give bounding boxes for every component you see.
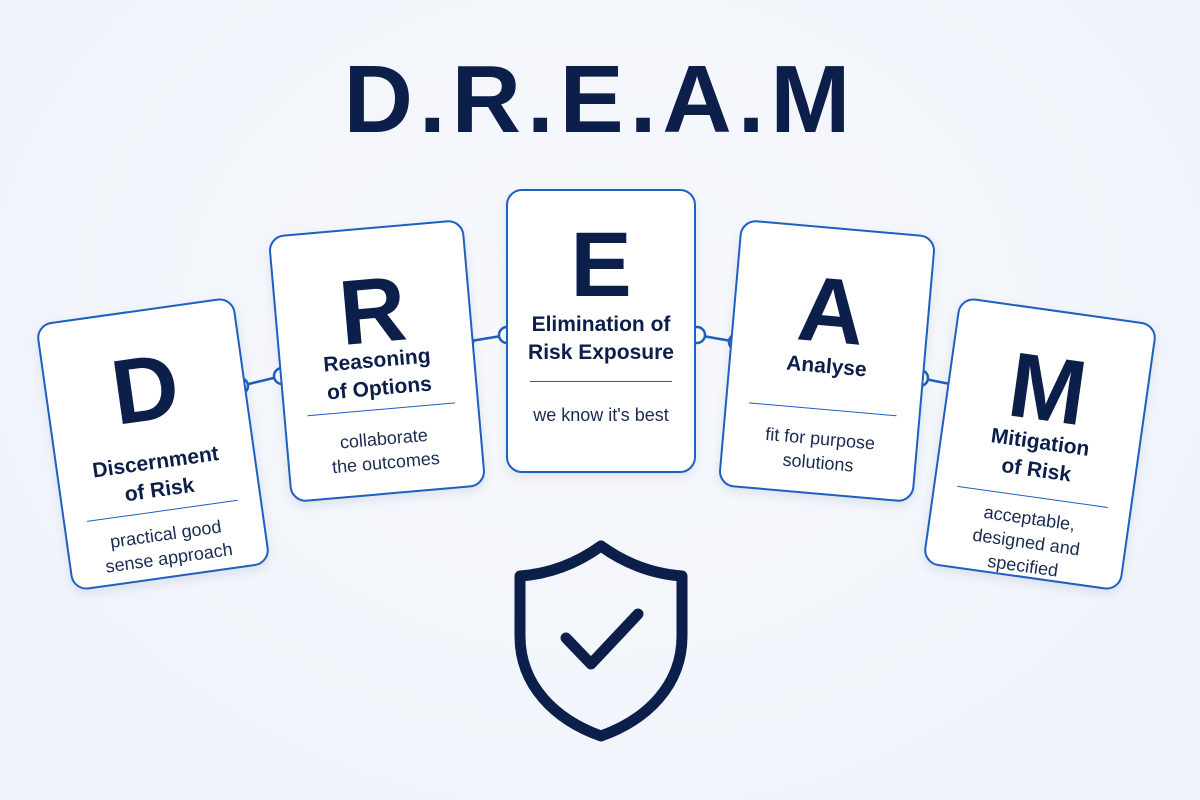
shield-check-icon bbox=[514, 540, 688, 742]
card-heading: Discernment of Risk bbox=[90, 442, 221, 507]
card-divider bbox=[749, 402, 897, 417]
card-elimination: E Elimination of Risk Exposure we know i… bbox=[506, 189, 696, 473]
card-description: we know it's best bbox=[533, 405, 669, 425]
card-analyse: A Analyse fit for purpose solutions bbox=[717, 218, 937, 504]
page-title: D.R.E.A.M bbox=[343, 46, 857, 153]
card-letter: D bbox=[105, 334, 186, 445]
card-description: collaborate the outcomes bbox=[331, 424, 441, 478]
card-mitigation: M Mitigation of Risk acceptable, designe… bbox=[922, 296, 1158, 592]
card-divider bbox=[530, 381, 672, 382]
card-reasoning: R Reasoning of Options collaborate the o… bbox=[267, 218, 487, 504]
card-letter: E bbox=[570, 214, 632, 316]
card-discernment: D Discernment of Risk practical good sen… bbox=[35, 296, 271, 592]
card-heading: Elimination of Risk Exposure bbox=[528, 313, 674, 364]
card-description: fit for purpose solutions bbox=[764, 423, 876, 476]
card-description: acceptable, designed and specified bbox=[971, 501, 1082, 581]
